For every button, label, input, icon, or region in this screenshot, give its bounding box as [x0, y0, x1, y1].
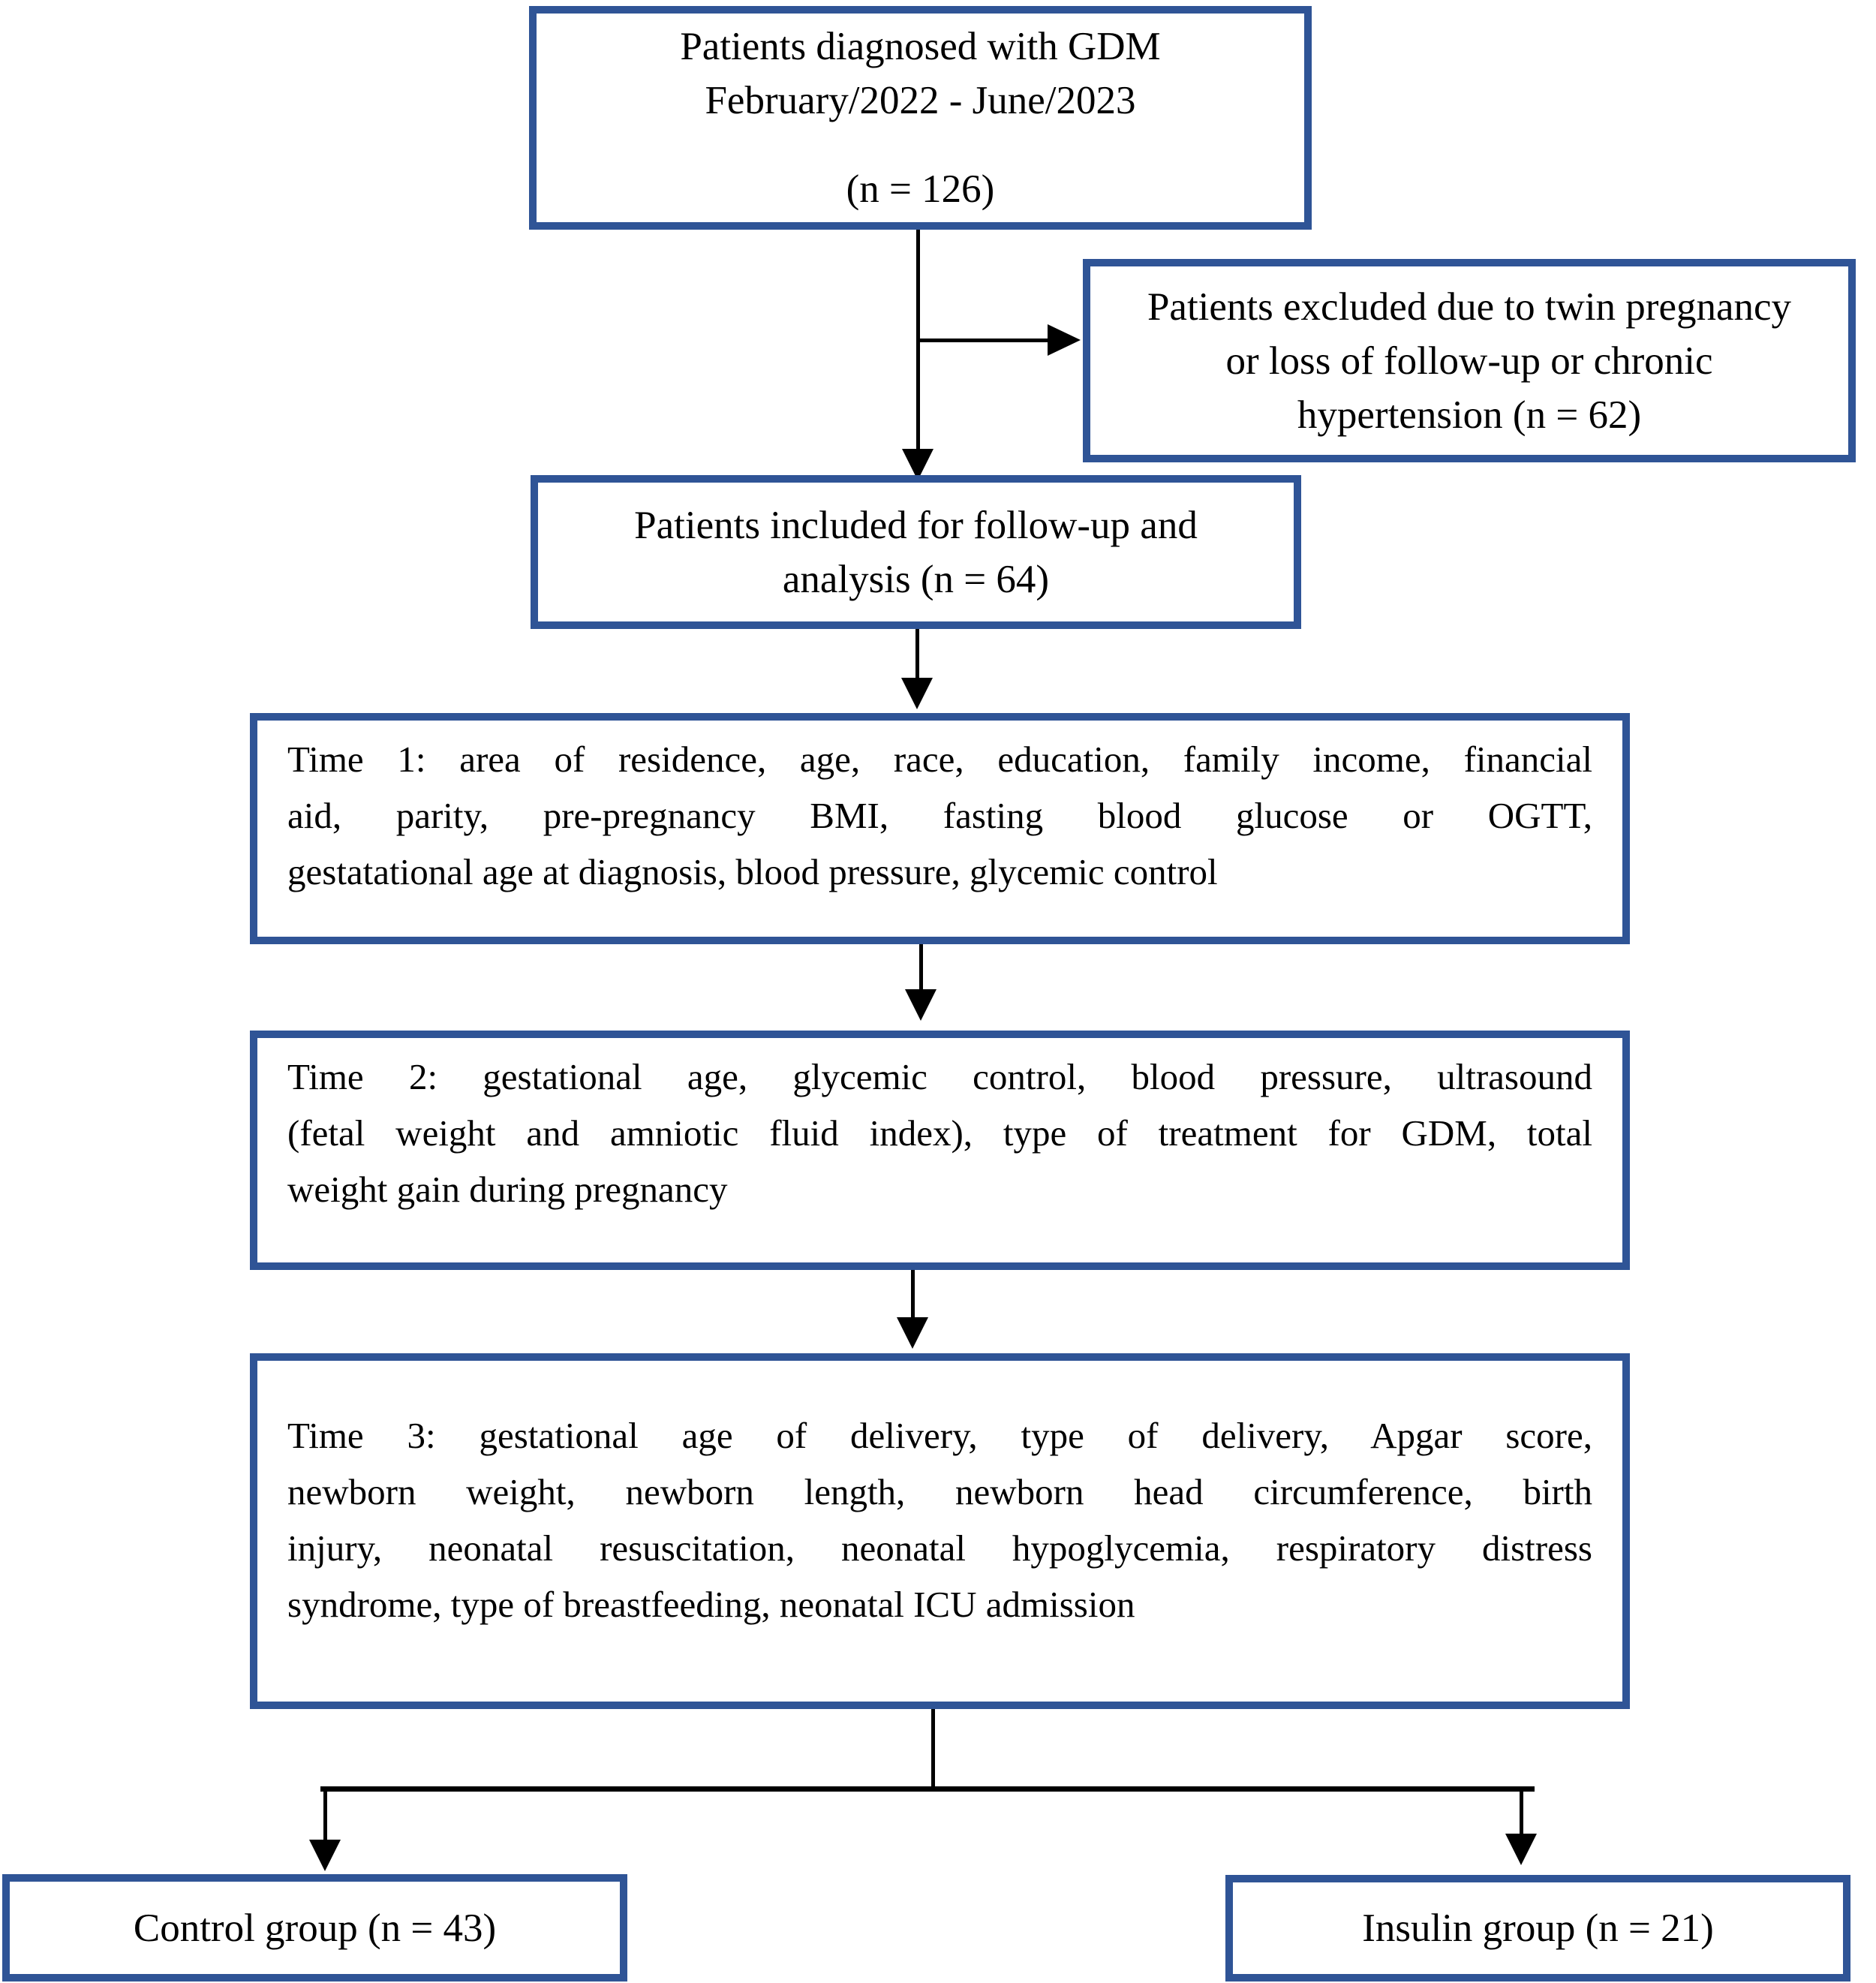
connector-split-horizontal-line [320, 1786, 1535, 1792]
text-line: Patients diagnosed with GDM [680, 25, 1161, 68]
arrowhead-down-time1 [901, 678, 933, 709]
box-control-group: Control group (n = 43) [2, 1874, 627, 1981]
text-line: February/2022 - June/2023 [705, 79, 1136, 122]
arrowhead-down-time3 [897, 1317, 928, 1349]
connector-time2-to-time3-line [911, 1270, 915, 1319]
connector-branch-to-excluded-line [918, 339, 1049, 342]
text-line: syndrome, type of breastfeeding, neonata… [287, 1584, 1135, 1625]
box-insulin-group: Insulin group (n = 21) [1225, 1875, 1850, 1981]
text-line: Control group (n = 43) [133, 1906, 497, 1950]
arrowhead-down-insulin [1505, 1834, 1537, 1865]
connector-included-to-time1-line [915, 629, 919, 679]
text-line: weight gain during pregnancy [287, 1169, 728, 1210]
text-line: aid, parity, pre-pregnancy BMI, fasting … [287, 795, 1592, 836]
text-line: gestatational age at diagnosis, blood pr… [287, 851, 1218, 892]
arrowhead-right-excluded [1048, 324, 1081, 356]
arrowhead-down-control [309, 1840, 341, 1871]
text-line: Time 1: area of residence, age, race, ed… [287, 739, 1592, 780]
text-line: Time 3: gestational age of delivery, typ… [287, 1415, 1592, 1456]
box-patients-included: Patients included for follow-up and anal… [531, 475, 1301, 629]
text-line: injury, neonatal resuscitation, neonatal… [287, 1527, 1592, 1569]
text-line: Patients included for follow-up and [634, 503, 1198, 547]
text-line: newborn weight, newborn length, newborn … [287, 1471, 1592, 1512]
box-patients-diagnosed: Patients diagnosed with GDM February/202… [529, 6, 1312, 230]
text-line: or loss of follow-up or chronic [1225, 339, 1713, 383]
connector-time1-to-time2-line [919, 944, 923, 991]
box-patients-excluded: Patients excluded due to twin pregnancy … [1083, 259, 1856, 462]
box-time2: Time 2: gestational age, glycemic contro… [250, 1031, 1630, 1270]
connector-time3-stem-line [931, 1709, 935, 1789]
connector-to-control-line [323, 1792, 327, 1844]
box-time3: Time 3: gestational age of delivery, typ… [250, 1353, 1630, 1709]
arrowhead-down-time2 [905, 989, 936, 1021]
text-line: (fetal weight and amniotic fluid index),… [287, 1112, 1592, 1154]
sample-count: (n = 126) [846, 167, 995, 211]
text-line: hypertension (n = 62) [1297, 393, 1642, 437]
box-time1: Time 1: area of residence, age, race, ed… [250, 713, 1630, 944]
text-line: analysis (n = 64) [782, 557, 1050, 601]
text-line: Time 2: gestational age, glycemic contro… [287, 1056, 1592, 1097]
connector-to-insulin-line [1520, 1792, 1523, 1837]
text-line: Patients excluded due to twin pregnancy [1147, 284, 1792, 329]
text-line: Insulin group (n = 21) [1362, 1906, 1714, 1950]
